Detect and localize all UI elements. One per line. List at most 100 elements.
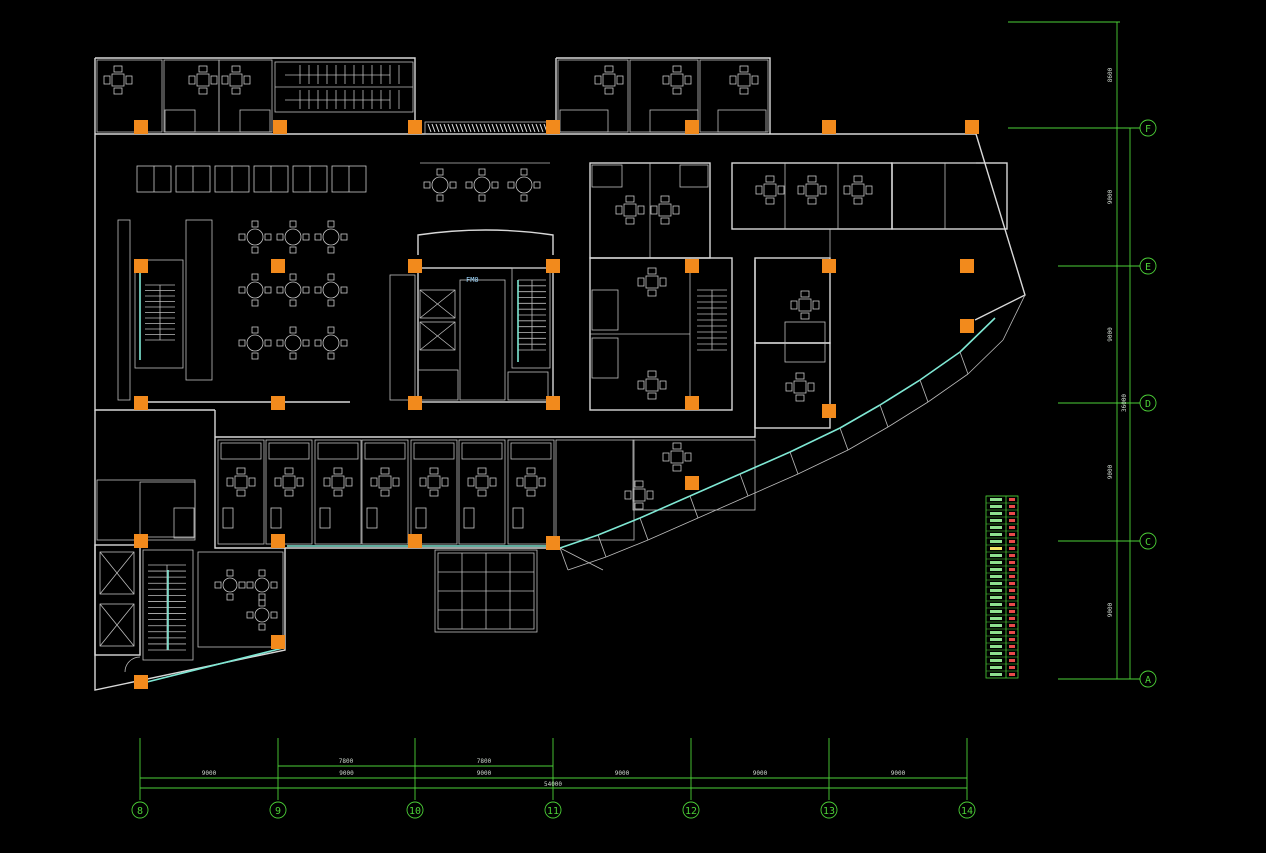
chair	[650, 205, 658, 215]
chair	[684, 75, 692, 85]
table-top	[798, 298, 812, 312]
square-table	[419, 467, 449, 497]
chair	[419, 477, 427, 487]
sofa	[222, 507, 234, 529]
legend-swatch	[990, 589, 1002, 592]
sofa-booth	[175, 165, 211, 193]
dim-span-label: 9000	[891, 770, 906, 777]
chair	[284, 489, 294, 497]
hatch-line	[479, 123, 484, 133]
legend-mark	[1009, 624, 1015, 627]
chair	[765, 197, 775, 205]
column	[685, 396, 699, 410]
hatch-line	[511, 123, 516, 133]
chair	[270, 581, 278, 589]
chair	[672, 87, 682, 95]
room-washroom	[413, 442, 455, 460]
table-top	[378, 475, 392, 489]
chair	[765, 175, 775, 183]
dim-span-label: 9000	[1107, 602, 1114, 617]
round-table	[238, 220, 272, 254]
legend-swatch	[990, 617, 1002, 620]
column	[408, 396, 422, 410]
axis-bubble	[544, 801, 562, 819]
room-washroom	[268, 442, 310, 460]
axis-label: A	[1145, 675, 1151, 686]
private-room	[458, 439, 506, 545]
chair	[231, 87, 241, 95]
room-outline	[410, 439, 458, 545]
hatch-line	[527, 123, 532, 133]
legend-swatch	[990, 568, 1002, 571]
chair	[221, 75, 229, 85]
chair	[327, 326, 335, 334]
table-top	[246, 228, 264, 246]
axis-label: 14	[961, 806, 973, 817]
dim-span-label: 9000	[477, 770, 492, 777]
dim-span-label: 9000	[615, 770, 630, 777]
chair	[507, 181, 515, 189]
axis-bubble	[820, 801, 838, 819]
axis-label: 10	[409, 806, 421, 817]
chair	[729, 75, 737, 85]
chair	[491, 181, 499, 189]
sofa	[415, 507, 427, 529]
bottom-left-core	[94, 479, 555, 686]
fm-label: FM0	[466, 276, 479, 284]
legend-swatch	[990, 652, 1002, 655]
column	[271, 534, 285, 548]
round-table	[314, 220, 348, 254]
sofa	[270, 507, 282, 529]
chair	[625, 195, 635, 203]
axis-bubble	[958, 801, 976, 819]
square-table	[650, 195, 680, 225]
chair	[345, 477, 353, 487]
chair	[594, 75, 602, 85]
facade-glass	[839, 404, 881, 429]
facade-mullion	[597, 534, 607, 558]
chair	[520, 194, 528, 202]
column	[822, 404, 836, 418]
legend-swatch	[990, 575, 1002, 578]
legend-swatch	[990, 540, 1002, 543]
chair	[226, 569, 234, 577]
column	[822, 120, 836, 134]
column	[822, 259, 836, 273]
round-table	[214, 569, 246, 601]
legend-swatch	[990, 673, 1002, 676]
chair	[637, 380, 645, 390]
facade-glass	[919, 351, 961, 381]
chair	[302, 286, 310, 294]
table-top	[246, 281, 264, 299]
room-outline	[555, 439, 635, 541]
facade-mullion	[559, 547, 569, 571]
chair	[662, 75, 670, 85]
legend-mark	[1009, 645, 1015, 648]
facade-outer	[605, 539, 649, 558]
chair	[516, 477, 524, 487]
table-top	[246, 334, 264, 352]
chair	[238, 581, 246, 589]
chair	[226, 593, 234, 601]
round-table	[314, 273, 348, 307]
axis-bubble	[1139, 670, 1157, 688]
dim-span-label: 9000	[753, 770, 768, 777]
chair	[616, 75, 624, 85]
chair	[251, 352, 259, 360]
column	[134, 534, 148, 548]
hatch-line	[487, 123, 492, 133]
table-top	[602, 73, 616, 87]
round-table	[246, 569, 278, 601]
chair	[672, 65, 682, 73]
dim-span-label: 9000	[1107, 189, 1114, 204]
chair	[625, 217, 635, 225]
axis-bubble	[131, 801, 149, 819]
hatched-strip	[424, 121, 548, 135]
lower-left-dining	[197, 551, 284, 648]
bottom-private-rooms	[217, 439, 756, 545]
chair	[853, 197, 863, 205]
legend-mark	[1009, 631, 1015, 634]
chair	[314, 286, 322, 294]
